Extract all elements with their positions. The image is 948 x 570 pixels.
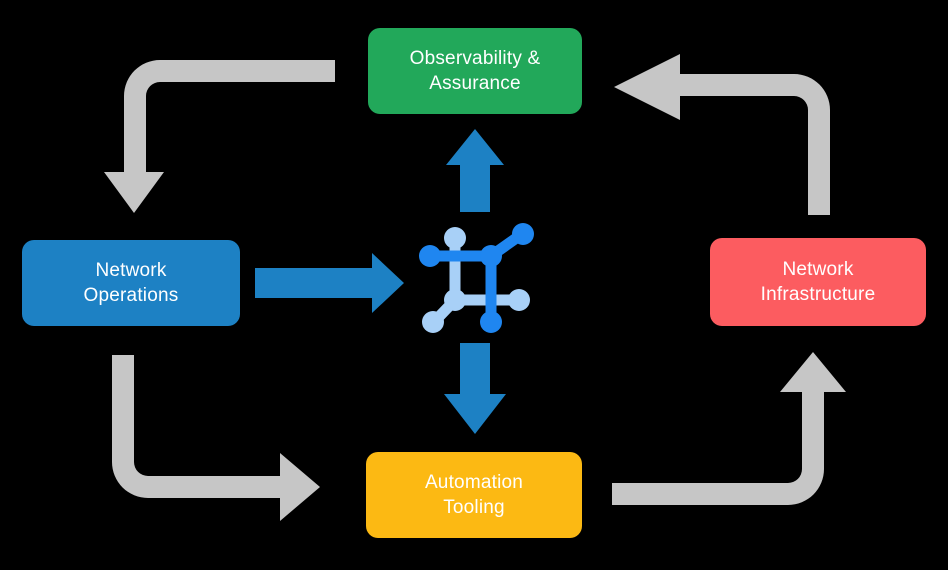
arrow-operations-to-center [255, 253, 404, 313]
node-automation-tooling-label: Automation Tooling [424, 471, 524, 518]
node-network-operations[interactable]: Network Operations [22, 240, 240, 326]
node-network-infrastructure-label: Network Infrastructure [760, 258, 876, 305]
node-automation-tooling[interactable]: Automation Tooling [366, 452, 582, 538]
arrow-infrastructure-to-observability [614, 54, 830, 215]
network-topology-icon [419, 223, 534, 333]
node-observability-assurance[interactable]: Observability & Assurance [368, 28, 582, 114]
arrow-center-to-automation [444, 343, 506, 434]
arrow-automation-to-infrastructure [612, 352, 846, 505]
node-network-infrastructure[interactable]: Network Infrastructure [710, 238, 926, 326]
arrow-center-to-observability [446, 129, 504, 212]
node-observability-label: Observability & Assurance [409, 47, 541, 94]
node-network-operations-label: Network Operations [83, 259, 179, 306]
arrow-observability-to-operations [104, 60, 335, 213]
arrow-operations-to-automation [112, 355, 320, 521]
